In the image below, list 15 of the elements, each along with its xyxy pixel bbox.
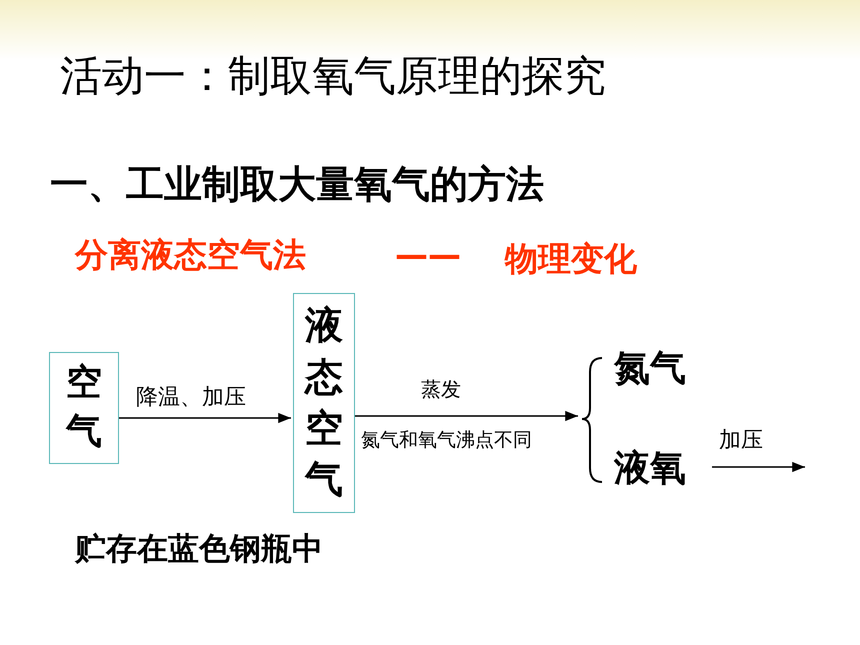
arrow	[712, 462, 805, 472]
section-heading: 一、工业制取大量氧气的方法	[50, 163, 544, 207]
product-label: 氮气	[614, 348, 686, 390]
product-label: 液氧	[614, 448, 686, 490]
text-box: 液态空气	[293, 293, 355, 513]
storage-note: 贮存在蓝色钢瓶中	[75, 532, 323, 568]
arrow	[355, 410, 578, 422]
arrow	[119, 412, 291, 424]
change-type: 物理变化	[505, 240, 637, 278]
method-name: 分离液态空气法	[75, 236, 306, 274]
slide-title: 活动一：制取氧气原理的探究	[60, 52, 606, 100]
dash-text: ——	[395, 236, 461, 274]
text-box: 空气	[49, 352, 119, 464]
edge-label: 氮气和氧气沸点不同	[360, 430, 533, 452]
edge-label: 蒸发	[420, 378, 462, 401]
